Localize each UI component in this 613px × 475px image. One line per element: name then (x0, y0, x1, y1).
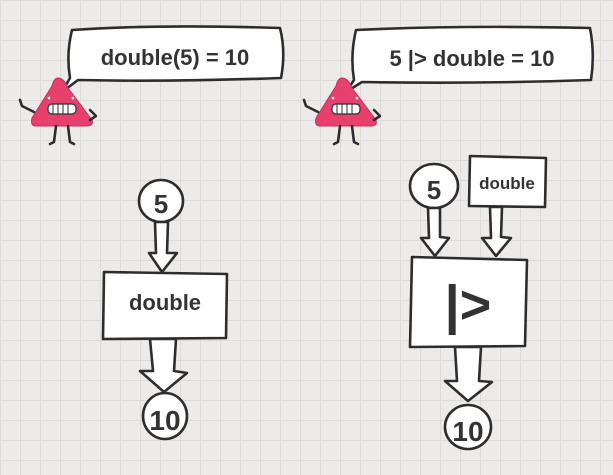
left-speech-bubble: double(5) = 10 (60, 25, 285, 94)
left-arrow-out (138, 337, 189, 394)
right-output-node: 10 (443, 403, 493, 451)
right-speech-text: 5 |> double = 10 (389, 46, 554, 71)
right-output-value: 10 (452, 416, 483, 447)
right-arrow-out (443, 345, 494, 403)
right-arrow-in-right (480, 205, 513, 258)
right-input-value: 5 (427, 175, 441, 205)
left-input-value: 5 (154, 189, 168, 219)
right-arg-label: double (479, 174, 535, 193)
left-output-node: 10 (141, 391, 189, 441)
left-input-node: 5 (137, 178, 185, 224)
right-pipe-box: |> (408, 255, 529, 349)
right-arg-box: double (467, 154, 548, 209)
left-function-box: double (101, 270, 229, 341)
right-input-node: 5 (408, 162, 460, 210)
right-speech-bubble: 5 |> double = 10 (344, 25, 595, 94)
left-speech-text: double(5) = 10 (101, 45, 250, 70)
triangle-creature-icon (18, 77, 98, 146)
triangle-creature-icon (302, 77, 382, 146)
left-function-label: double (129, 290, 201, 315)
left-output-value: 10 (149, 405, 180, 436)
pipe-operator-label: |> (445, 275, 492, 336)
left-arrow-in (147, 220, 179, 274)
right-arrow-in-left (419, 206, 451, 258)
